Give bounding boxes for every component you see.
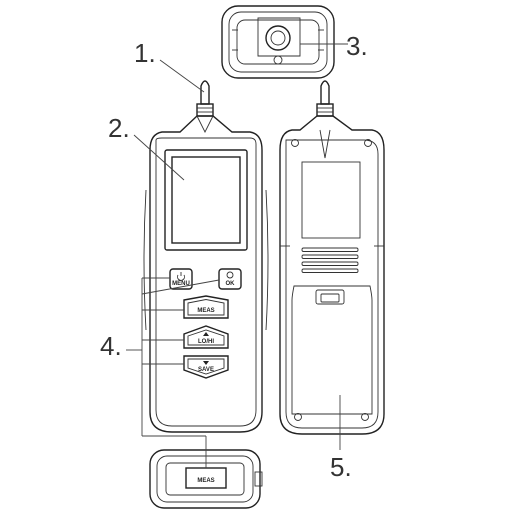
label-area [301,161,361,239]
lcd-screen [171,156,241,244]
meas-button[interactable]: MEAS [183,295,229,319]
screw [291,139,299,147]
screw [294,413,302,421]
callout-3: 3. [346,31,368,61]
back-probe [320,80,330,105]
sensor-probe [200,80,210,105]
screw [361,413,369,421]
callout-2: 2. [108,113,130,143]
screw [364,139,372,147]
callout-5: 5. [330,452,352,482]
power-icon [177,272,185,281]
lohi-button[interactable]: LO/HI [183,325,229,349]
side-port [254,471,263,487]
probe-collar [196,103,214,117]
battery-latch[interactable] [315,289,345,305]
callout-1: 1. [134,38,156,68]
front-housing [149,115,263,433]
lcd-frame [164,149,248,251]
top-view [221,5,335,79]
bottom-view: MEAS [149,449,263,509]
menu-label: MENU [172,281,190,287]
meas-label: MEAS [197,308,214,314]
callout-4: 4. [100,331,122,361]
battery-cover [291,285,373,415]
speaker-grille [301,247,359,273]
bottom-meas-label: MEAS [197,478,214,484]
lohi-label: LO/HI [198,339,214,345]
down-arrow-icon [203,361,209,365]
ok-button[interactable]: OK [218,268,242,290]
front-view: MENU OK MEAS LO/HI SAVE [143,80,269,433]
up-arrow-icon [203,332,209,336]
circle-icon [226,271,234,279]
ok-label: OK [226,281,236,287]
back-housing [279,115,385,435]
menu-button[interactable]: MENU [169,268,193,290]
back-view [279,80,385,435]
save-label: SAVE [198,367,214,373]
save-button[interactable]: SAVE [183,355,229,379]
leader-lines [126,43,348,468]
